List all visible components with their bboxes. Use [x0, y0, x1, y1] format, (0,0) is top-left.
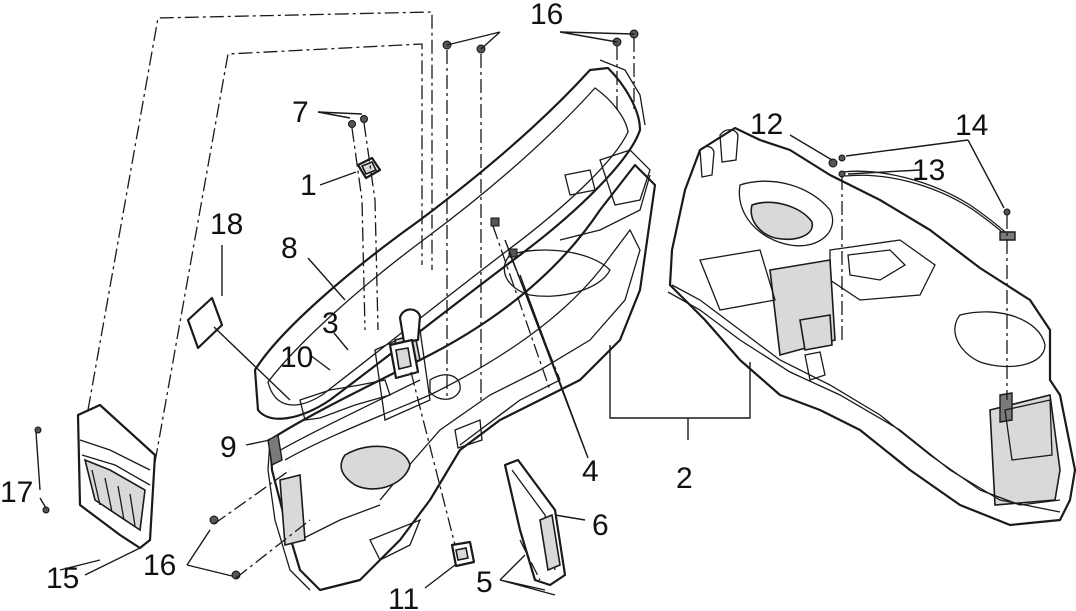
clip-part-1 — [356, 156, 382, 180]
callout-16-top: 16 — [530, 0, 563, 31]
callout-17: 17 — [0, 476, 33, 509]
callout-3: 3 — [322, 307, 339, 340]
fasteners-part-7 — [348, 115, 368, 128]
callout-14: 14 — [955, 109, 988, 142]
tray-part-15 — [76, 403, 157, 550]
callout-11: 11 — [388, 583, 419, 611]
clip-part-11 — [450, 540, 476, 568]
fasteners-part-4 — [490, 217, 518, 258]
callout-9: 9 — [220, 431, 237, 464]
callout-5: 5 — [476, 566, 493, 599]
callout-8: 8 — [281, 232, 298, 265]
callout-12: 12 — [750, 108, 783, 141]
panel-part-6 — [503, 458, 567, 587]
callout-7: 7 — [292, 96, 309, 129]
fasteners-part-16-lower — [209, 515, 241, 580]
callouts: 1 2 3 4 5 6 7 8 9 10 11 12 13 14 15 16 1… — [0, 0, 988, 611]
label-part-18 — [186, 296, 224, 350]
leader-lines — [35, 31, 1005, 596]
callout-18: 18 — [210, 208, 243, 241]
storage-box-body — [267, 59, 657, 592]
callout-13: 13 — [912, 154, 945, 187]
callout-15: 15 — [46, 562, 79, 595]
fasteners-part-17 — [34, 426, 50, 514]
callout-6: 6 — [592, 509, 609, 542]
callout-2: 2 — [676, 462, 693, 495]
insert-part-10 — [299, 379, 391, 421]
body-shell-part-2 — [667, 126, 1076, 527]
callout-10: 10 — [280, 341, 313, 374]
latch-part-3 — [388, 308, 422, 380]
callout-16-lower: 16 — [143, 549, 176, 582]
callout-1: 1 — [300, 169, 317, 202]
callout-4: 4 — [582, 455, 599, 488]
